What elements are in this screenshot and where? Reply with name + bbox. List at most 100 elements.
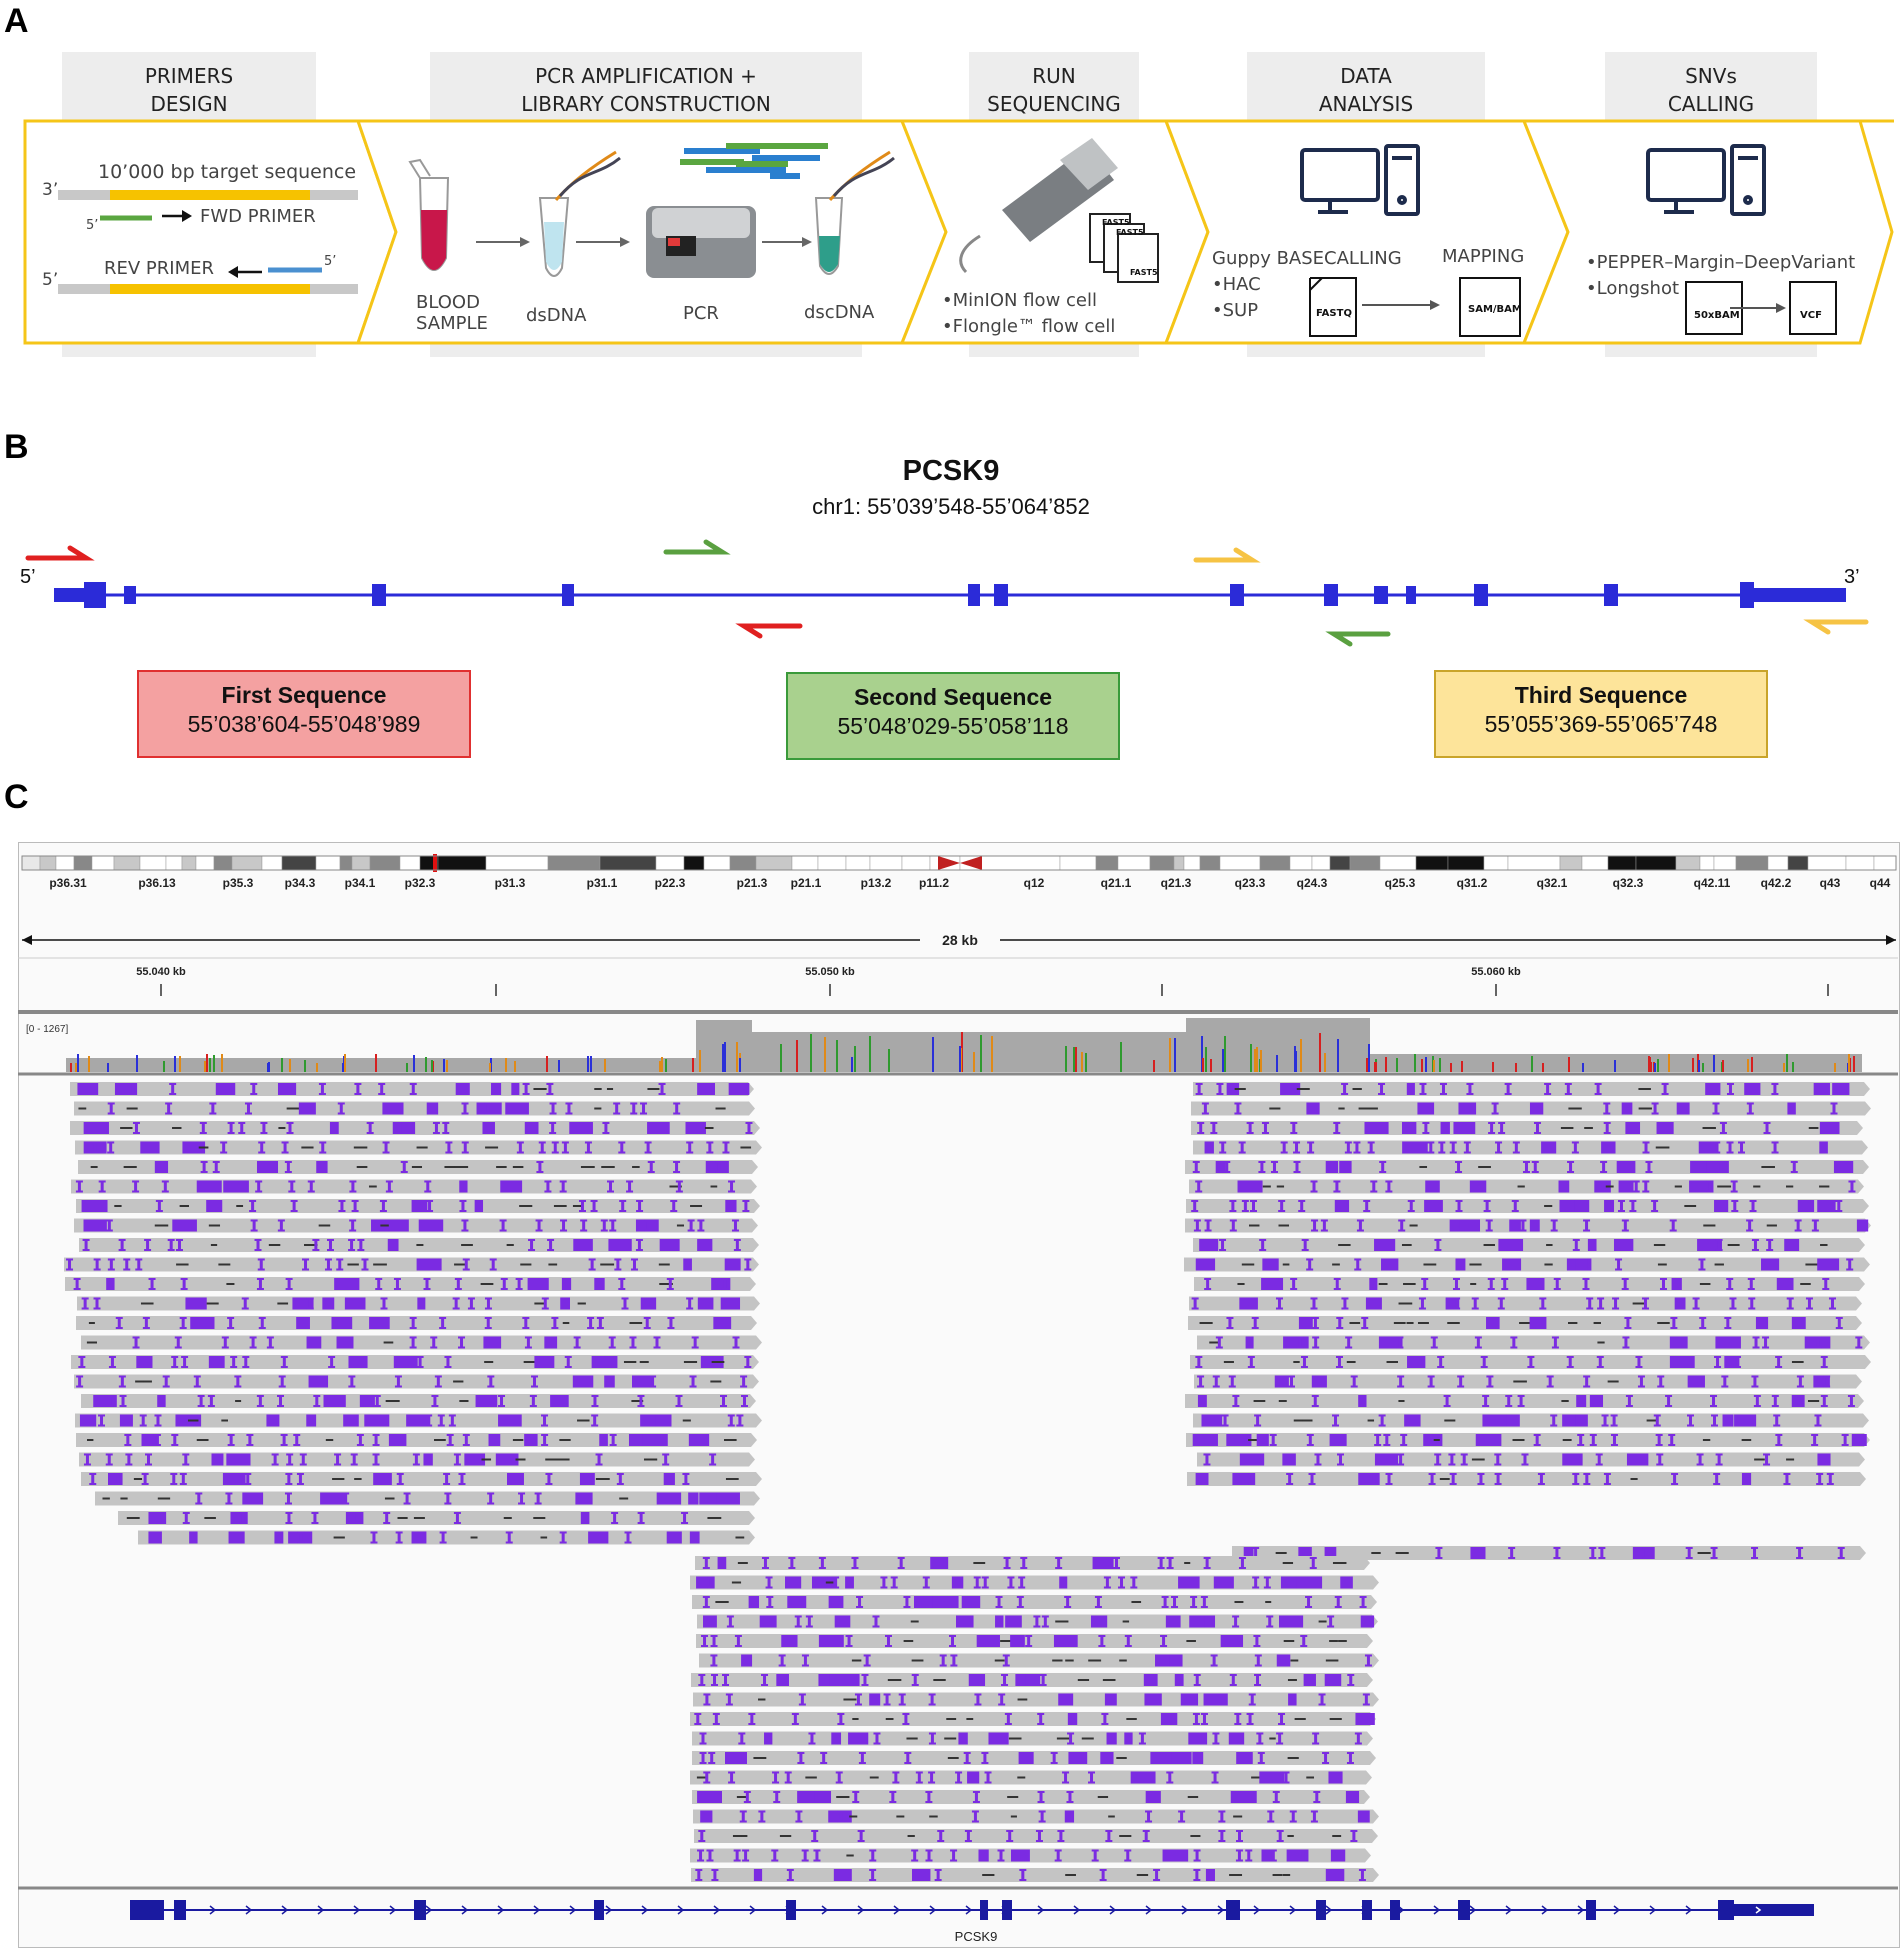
refseq-gene-track [130, 1900, 1814, 1920]
cytoband-label: q43 [1820, 876, 1841, 890]
pcr-drawing [408, 143, 895, 278]
workflow-chevrons [23, 119, 1894, 345]
exons [54, 582, 1846, 608]
ruler-span-label: 28 kb [942, 932, 978, 948]
cytoband-label: p21.1 [791, 876, 822, 890]
cytoband-label: p22.3 [655, 876, 686, 890]
gene-coordinates: chr1: 55’039’548-55’064’852 [812, 494, 1090, 519]
flongle-label: •Flongle™ flow cell [942, 316, 1116, 337]
target-sequence-label: 10’000 bp target sequence [98, 161, 357, 183]
sambam-file-icon [1459, 277, 1521, 337]
cytoband-label: q32.1 [1537, 876, 1568, 890]
sambam-label: SAM/BAM [1468, 304, 1522, 315]
panel-a-label: A [4, 2, 29, 40]
cytoband-label: p21.3 [737, 876, 768, 890]
third-sequence-box: Third Sequence 55’055’369-55’065’748 [1434, 670, 1768, 758]
sup-label: •SUP [1212, 300, 1259, 321]
cytoband-label: q44 [1870, 876, 1891, 890]
fastq-file-icon [1309, 277, 1357, 337]
rev-primer-label: REV PRIMER [104, 258, 214, 279]
cytoband-label: q31.2 [1457, 876, 1488, 890]
gene-title: PCSK9 [902, 455, 1000, 487]
panel-b-label: B [4, 428, 29, 466]
ruler-arrow-right [1886, 935, 1896, 945]
refseq-gene-label: PCSK9 [955, 1929, 998, 1944]
dsdna-label: dsDNA [526, 305, 587, 326]
fastq-label: FASTQ [1316, 308, 1352, 319]
vcf-file-icon [1789, 281, 1837, 335]
ruler-tick-label-3: 55.060 kb [1471, 966, 1521, 978]
cytoband-label: p36.13 [138, 876, 176, 890]
primer-first-fwd [25, 545, 95, 561]
third-sequence-range: 55’055’369-55’065’748 [1484, 711, 1718, 737]
cytoband-label: p13.2 [861, 876, 892, 890]
cytoband-label: q42.2 [1761, 876, 1792, 890]
primer-second-rev [1325, 631, 1391, 647]
minion-drawing [959, 138, 1159, 283]
fwd-primer-label: FWD PRIMER [200, 206, 316, 227]
ruler-arrow-left [22, 935, 32, 945]
first-sequence-title: First Sequence [221, 682, 387, 708]
ruler-tick-label-1: 55.040 kb [136, 966, 186, 978]
step-title-pcr: PCR AMPLIFICATION +LIBRARY CONSTRUCTION [430, 52, 862, 118]
cytoband-label: q23.3 [1235, 876, 1266, 890]
guppy-label: Guppy BASECALLING [1212, 248, 1402, 269]
cytoband-label: q24.3 [1297, 876, 1328, 890]
end-label-5-rev: 5’ [324, 254, 337, 269]
gene-end-3: 3’ [1844, 566, 1860, 588]
cytoband-label: q21.3 [1161, 876, 1192, 890]
primer-first-rev [735, 623, 803, 639]
fast5-label-3: FAST5 [1130, 268, 1158, 277]
pepper-label: •PEPPER–Margin–DeepVariant [1586, 252, 1856, 273]
fast5-label-2: FAST5 [1116, 228, 1144, 237]
minion-label: •MinION flow cell [942, 290, 1097, 311]
cytoband-label: q12 [1024, 876, 1045, 890]
computer-icon-analysis [1300, 144, 1420, 216]
primer-design-drawing [58, 190, 358, 294]
gene-model [25, 539, 1869, 647]
cytoband-label: p31.1 [587, 876, 618, 890]
primer-third-fwd [1193, 547, 1261, 563]
hac-label: •HAC [1212, 274, 1261, 295]
third-sequence-title: Third Sequence [1514, 682, 1688, 708]
cytoband-label: p31.3 [495, 876, 526, 890]
computer-icon-calling [1646, 144, 1766, 216]
bam-label: 50xBAM [1694, 310, 1740, 321]
ruler-ticks [160, 984, 1829, 996]
cytoband-label: q21.1 [1101, 876, 1132, 890]
second-sequence-box: Second Sequence 55’048’029-55’058’118 [786, 672, 1120, 760]
primer-third-rev [1803, 619, 1869, 635]
end-label-5: 5’ [42, 270, 59, 290]
longshot-label: •Longshot [1586, 278, 1680, 299]
ideogram [21, 854, 1897, 872]
primer-second-fwd [663, 539, 731, 555]
cytoband-label: p34.1 [345, 876, 376, 890]
ruler-tick-label-2: 55.050 kb [805, 966, 855, 978]
coverage-range-label: [0 - 1267] [26, 1024, 68, 1035]
cytoband-label: q25.3 [1385, 876, 1416, 890]
end-label-3: 3’ [42, 180, 59, 200]
panel-c-label: C [4, 778, 29, 816]
ideogram-band-labels: p36.31 p36.13 p35.3 p34.3 p34.1 p32.3 p31.3 p31… [49, 876, 1890, 890]
pcr-label: PCR [683, 303, 719, 324]
end-label-5-fwd: 5’ [86, 218, 99, 233]
dscdna-label: dscDNA [804, 302, 875, 323]
first-sequence-range: 55’038’604-55’048’989 [187, 711, 421, 737]
cytoband-label: p35.3 [223, 876, 254, 890]
cytoband-label: p11.2 [919, 876, 949, 890]
cytoband-label: p32.3 [405, 876, 436, 890]
reads-track [64, 1082, 1871, 1882]
mapping-label: MAPPING [1442, 246, 1525, 267]
gene-end-5: 5’ [20, 566, 36, 588]
cytoband-label: p34.3 [285, 876, 316, 890]
cytoband-label: p36.31 [49, 876, 87, 890]
second-sequence-title: Second Sequence [853, 684, 1053, 710]
fast5-label-1: FAST5 [1102, 218, 1130, 227]
second-sequence-range: 55’048’029-55’058’118 [837, 713, 1069, 739]
cytoband-label: q42.11 [1694, 876, 1731, 890]
